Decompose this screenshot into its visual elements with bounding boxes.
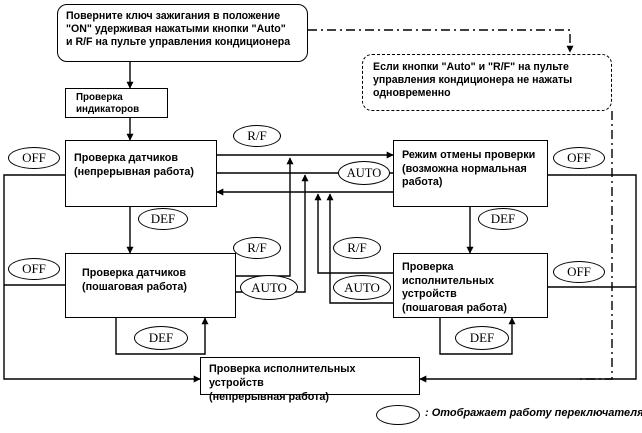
indicators-box: Проверка индикаторов [65, 88, 168, 118]
start-box: Поверните ключ зажигания в положение "ON… [57, 4, 308, 62]
legend-text: : Отображает работу переключателя [425, 407, 642, 419]
arrow-auto2-up [326, 193, 393, 304]
rf-switch-top: R/F [233, 125, 281, 147]
legend-oval-symbol [376, 405, 420, 425]
arrow-off-left [3, 174, 201, 383]
not-pressed-box: Если кнопки "Auto" и "R/F" на пульте упр… [362, 54, 612, 111]
auto-switch-sensors-step: AUTO [240, 275, 298, 300]
def-switch-sensors-loop: DEF [134, 326, 188, 350]
arrow-rf2-up [314, 193, 393, 274]
off-switch-sensors-step: OFF [8, 258, 60, 280]
off-switch-cancel-mode: OFF [553, 147, 605, 169]
loop-def-actuators [439, 317, 516, 355]
arrow-off-right [419, 174, 637, 383]
off-switch-sensors-continuous: OFF [8, 147, 60, 169]
auto-switch-top: AUTO [338, 161, 390, 185]
sensors-continuous-box: Проверка датчиков (непрерывная работа) [65, 140, 217, 207]
sensors-step-box: Проверка датчиков (пошаговая работа) [65, 253, 236, 318]
def-switch-actuators-loop: DEF [455, 326, 509, 350]
def-switch-cancel: DEF [478, 208, 528, 230]
loop-def-sensors [115, 317, 209, 355]
dashed-start-to-not-pressed [308, 29, 574, 53]
def-switch-sensors: DEF [138, 208, 188, 230]
off-switch-actuators-step: OFF [553, 261, 605, 283]
actuators-step-box: Проверка исполнительных устройств (пошаг… [393, 253, 548, 318]
dashed-not-pressed-down [580, 111, 613, 380]
rf-switch-actuators-step: R/F [333, 237, 381, 259]
cancel-mode-box: Режим отмены проверки (возможна нормальн… [393, 140, 548, 207]
auto-switch-actuators-step: AUTO [333, 275, 391, 300]
rf-switch-sensors-step: R/F [233, 237, 281, 259]
actuators-continuous-box: Проверка исполнительных устройств (непре… [200, 357, 420, 403]
